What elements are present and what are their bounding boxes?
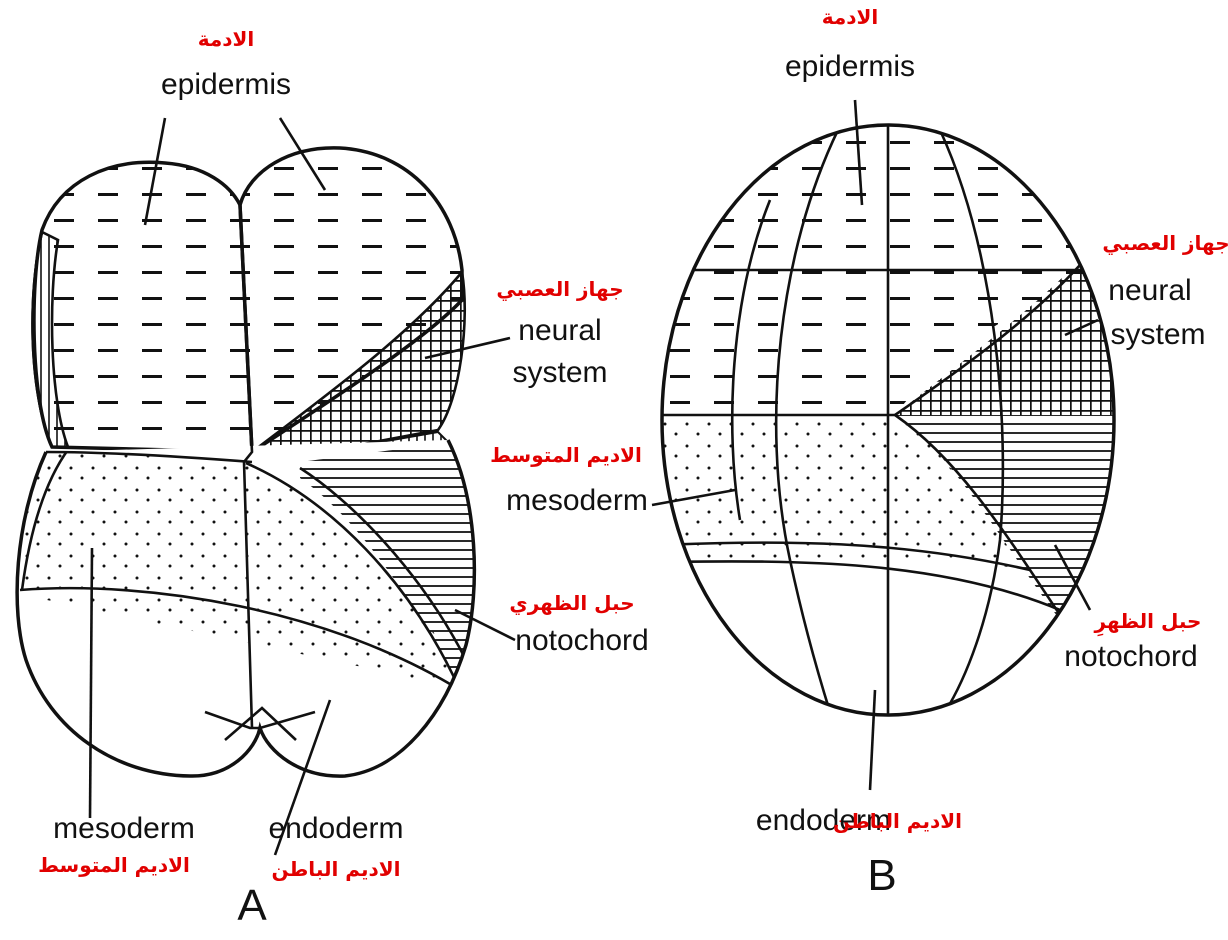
- panel-a-neural-en-1: neural: [518, 314, 601, 347]
- panel-a-mesoderm-bottom-en: mesoderm: [53, 812, 195, 845]
- panel-a-neural-ar: جهاز العصبي: [496, 277, 623, 302]
- panel-a-endoderm-bottom-ar: الاديم الباطن: [271, 857, 400, 881]
- panel-a-epidermis-en: epidermis: [161, 68, 291, 101]
- panel-a-mesoderm-right-ar: الاديم المتوسط: [490, 443, 642, 467]
- panel-a-embryo: [0, 148, 500, 790]
- panel-b-neural-en-1: neural: [1108, 274, 1191, 307]
- panel-a-letter: A: [237, 881, 267, 930]
- panel-a-mesoderm-bottom-ar: الاديم المتوسط: [38, 853, 190, 877]
- panel-a-neural-en-2: system: [512, 356, 607, 389]
- panel-b-mesoderm-en: mesoderm: [506, 484, 648, 517]
- panel-b-neural-en-2: system: [1110, 318, 1205, 351]
- panel-b-epidermis-en: epidermis: [785, 50, 915, 83]
- panel-a-epidermis-ar: الادمة: [198, 27, 255, 51]
- panel-a-left-upper-cell: [34, 162, 252, 452]
- panel-a-endoderm-bottom-en: endoderm: [268, 812, 403, 845]
- panel-a-notochord-en: notochord: [515, 624, 648, 657]
- panel-b-endoderm-ar: الاديم الباطن: [833, 809, 962, 833]
- panel-b-notochord-en: notochord: [1064, 640, 1197, 673]
- panel-b-neural-ar: جهاز العصبي: [1102, 231, 1228, 256]
- panel-b-letter: B: [867, 851, 896, 900]
- panel-b-notochord-ar: حبل الظهرِ: [1094, 609, 1202, 636]
- panel-b-epidermis-ar: الادمة: [822, 5, 879, 29]
- panel-a-notochord-ar: حبل الظهري: [509, 591, 634, 616]
